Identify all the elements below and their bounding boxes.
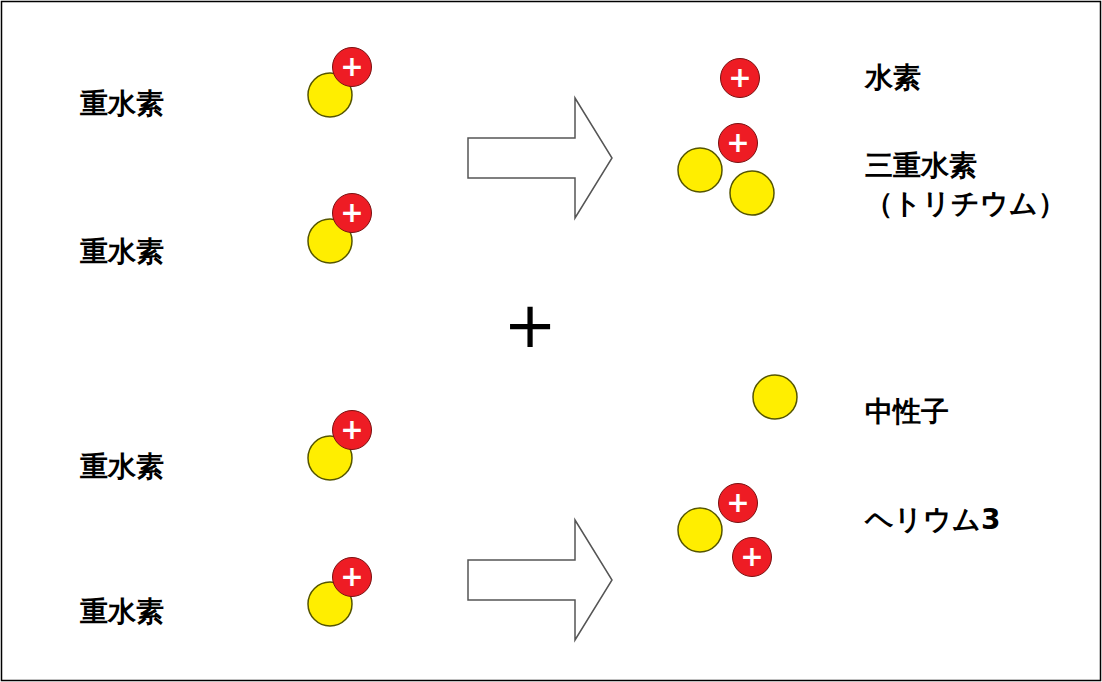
neutron-symbol <box>753 375 797 419</box>
proton-circle: + <box>732 537 772 577</box>
particle-label: 重水素 <box>80 233 164 271</box>
particle-label: 重水素 <box>80 448 164 486</box>
plus-sign: + <box>503 282 557 368</box>
particle-label: ヘリウム3 <box>865 501 1000 539</box>
block-arrow <box>468 98 612 218</box>
charge-sign: + <box>726 129 749 157</box>
neutron-symbol <box>678 148 722 192</box>
neutron-symbol <box>730 171 774 215</box>
proton-circle: + <box>332 193 372 233</box>
charge-sign: + <box>340 563 363 591</box>
particle-label: 重水素 <box>80 85 164 123</box>
charge-sign: + <box>726 489 749 517</box>
proton-circle: + <box>718 483 758 523</box>
proton-circle: + <box>720 58 760 98</box>
charge-sign: + <box>740 543 763 571</box>
proton-circle: + <box>332 410 372 450</box>
proton-circle: + <box>718 123 758 163</box>
particle-label: 中性子 <box>865 393 949 431</box>
proton-circle: + <box>332 47 372 87</box>
block-arrow <box>468 520 612 640</box>
neutron-symbol <box>678 508 722 552</box>
particle-label: 重水素 <box>80 593 164 631</box>
particle-label: 三重水素 （トリチウム） <box>865 147 1080 223</box>
charge-sign: + <box>340 416 363 444</box>
proton-circle: + <box>332 557 372 597</box>
charge-sign: + <box>728 64 751 92</box>
particle-label: 水素 <box>865 59 921 97</box>
charge-sign: + <box>340 53 363 81</box>
charge-sign: + <box>340 199 363 227</box>
